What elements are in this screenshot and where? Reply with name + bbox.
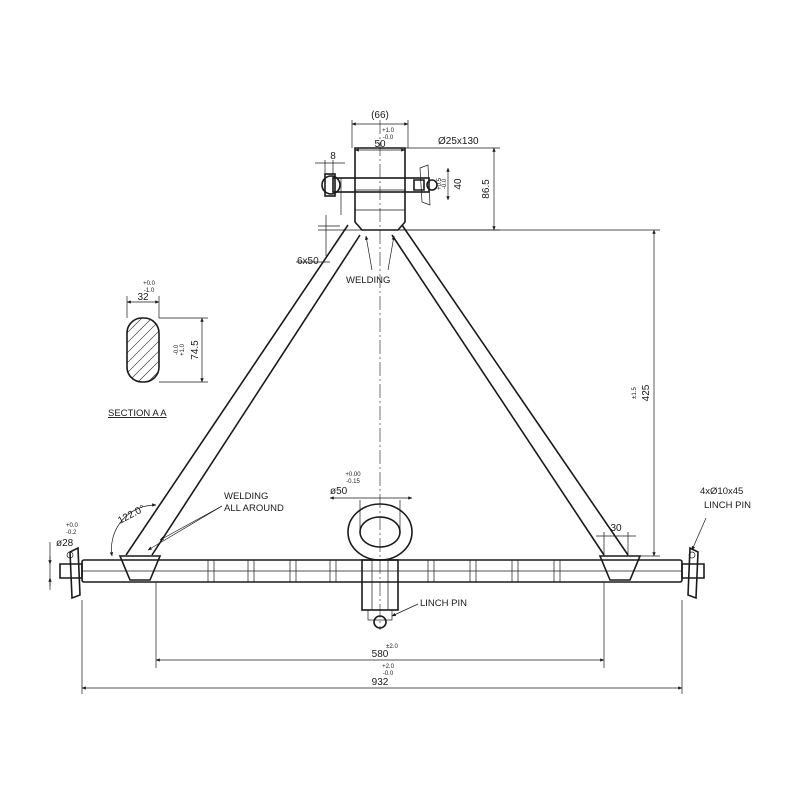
- welding-left-label-1: WELDING: [224, 491, 268, 502]
- section-label: SECTION A A: [108, 408, 167, 419]
- dim-span-580-tol: ±2.0: [386, 644, 398, 650]
- dim-center-hole: ø50: [330, 486, 348, 497]
- dim-section-height-tol-upper: -0.0: [174, 344, 180, 355]
- a-frame: [125, 147, 629, 556]
- dim-span-932-tol-lower: -0.0: [383, 671, 394, 677]
- lower-bar: [59, 546, 705, 600]
- dim-inner-span: 30: [610, 523, 622, 534]
- dim-angle: 122.0°: [116, 503, 147, 526]
- dim-top-width: 50: [374, 139, 386, 150]
- linch-pin-center-label: LINCH PIN: [420, 598, 467, 609]
- dim-top-pin-height: 40: [453, 178, 464, 190]
- dim-top-width-ref: (66): [371, 110, 389, 121]
- dim-pin-offset: 8: [330, 151, 336, 162]
- dim-top-height: 86.5: [481, 179, 492, 199]
- dim-mast-height-tol: ±1.5: [632, 387, 638, 399]
- dim-section-width-tol-upper: +0.0: [143, 281, 156, 287]
- dim-lower-pin-tol-upper: +0.0: [66, 523, 79, 529]
- dimension-text: (66) +1.0 -0.0 50 8 Ø25x130 +0.5 -0.0 40…: [56, 110, 751, 688]
- dim-top-pin-height-tol-lower: -0.0: [442, 178, 448, 189]
- dim-span-932-tol-upper: +2.0: [382, 664, 395, 670]
- center-hitch: [347, 503, 413, 629]
- dim-flat-bar: 6x50: [297, 256, 319, 267]
- dim-span-580: 580: [372, 649, 389, 660]
- dim-section-height-tol-lower: +1.0: [180, 343, 186, 356]
- welding-top-label: WELDING: [346, 275, 390, 286]
- dimension-lines: [48, 120, 707, 694]
- linch-pin-right-label-1: 4xØ10x45: [700, 486, 743, 497]
- dim-mast-height: 425: [641, 384, 652, 401]
- dim-section-width: 32: [137, 292, 149, 303]
- dim-section-height: 74.5: [190, 340, 201, 360]
- dim-top-width-tol-lower: -0.0: [383, 135, 394, 141]
- welding-left-label-2: ALL AROUND: [224, 503, 284, 514]
- dim-top-width-tol-upper: +1.0: [382, 128, 395, 134]
- dim-lower-pin: ø28: [56, 538, 74, 549]
- dim-center-hole-tol-lower: -0.15: [346, 479, 360, 485]
- dim-span-932: 932: [372, 677, 389, 688]
- dim-section-width-tol-lower: -1.0: [144, 288, 155, 294]
- left-leg: [125, 224, 361, 556]
- linch-pin-right-label-2: LINCH PIN: [704, 500, 751, 511]
- dim-top-pin: Ø25x130: [438, 136, 479, 147]
- dim-center-hole-tol-upper: +0.00: [345, 472, 361, 478]
- right-leg: [391, 224, 629, 556]
- dim-lower-pin-tol-lower: -0.2: [66, 530, 77, 536]
- top-pin: [321, 164, 438, 215]
- dim-top-pin-height-tol-upper: +0.5: [437, 177, 443, 190]
